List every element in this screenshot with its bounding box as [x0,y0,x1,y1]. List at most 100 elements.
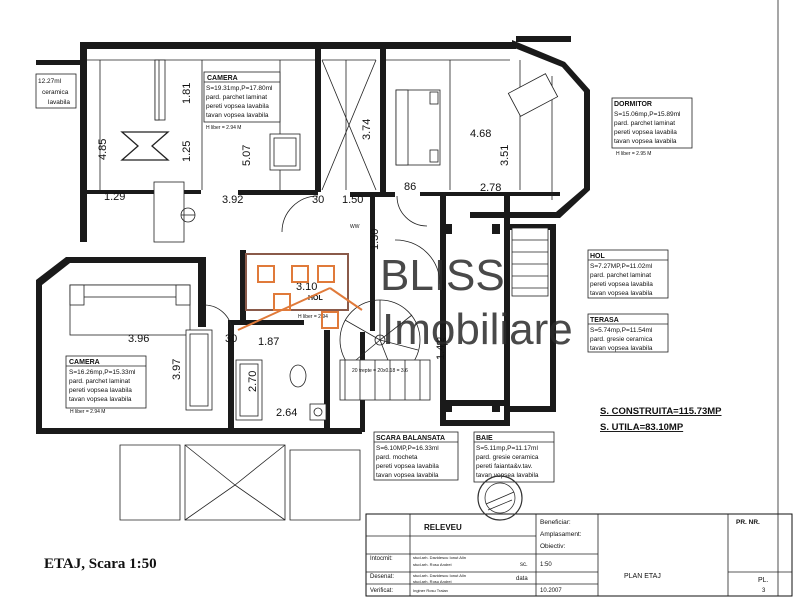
dim-125: 1.25 [181,141,193,162]
dim-264: 2.64 [276,407,297,419]
room-area: S=5.11mp,P=11.17ml [476,445,538,452]
dim-351: 3.51 [499,145,511,166]
dim-374: 3.74 [361,119,373,140]
logo-brand: BLISS [380,251,505,300]
dim-181: 1.81 [181,83,193,104]
room-floor: pard. parchet laminat [206,94,267,101]
hol-inner-label: HOL [308,295,324,302]
room-title: TERASA [590,317,619,324]
room-floor: pard. parchet laminat [69,378,130,385]
room-area: S=5.74mp,P=11.54ml [590,327,653,334]
date-value: 10.2007 [540,588,562,594]
room-ceiling: tavan vopsea lavabila [614,138,677,145]
detail-lines [69,59,559,521]
surface-totals: S. CONSTRUITA=115.73MP S. UTILA=83.10MP [600,406,722,433]
stair-note: 20 trepte = 20x0.18 = 3.6 [352,368,408,374]
room-area: S=15.06mp,P=15.89ml [614,111,681,118]
room-label-hol: HOL S=7.27MP,P=11.02ml pard. parchet lam… [587,249,669,299]
room-floor: pard. gresie ceramica [476,454,539,461]
roof-hatch [119,444,361,521]
scale-value: 1:50 [540,562,552,568]
room-walls: pereti vopsea lavabila [590,281,653,288]
pl-label: PL. [758,577,769,584]
name-5: Inginer Rosu Traian [413,588,448,593]
room-title: SCARA BALANSATA [376,435,445,442]
plan-label: PLAN ETAJ [624,573,661,580]
dim-485: 4.85 [97,139,109,160]
room-title: DORMITOR [614,101,652,108]
dimension-labels: 4.85 1.81 1.25 5.07 3.74 4.68 3.51 1.29 … [97,83,511,419]
left-area: 12.27ml [38,78,62,85]
room-area: S=19.31mp,P=17.80ml [206,85,273,92]
dim-86: 86 [404,181,416,193]
room-floor: pard. parchet laminat [614,120,675,127]
room-label-baie: BAIE S=5.11mp,P=11.17ml pard. gresie cer… [473,431,555,483]
room-ceiling: tavan vopsea lavabila [590,345,653,352]
beneficiar-label: Beneficiar: [540,519,571,526]
ww-label: WW [350,224,360,230]
room-title: CAMERA [207,75,238,82]
room-floor: pard. mocheta [376,454,418,461]
room-title: BAIE [476,435,493,442]
room-area: S=16.26mp,P=15.33ml [69,369,136,376]
room-area: S=7.27MP,P=11.02ml [590,263,653,270]
pr-nr-label: PR. NR. [736,519,760,526]
title-block: RELEVEU Beneficiar: Amplasament: Obiecti… [365,475,793,597]
room-height: H liber = 2.94 M [206,125,241,131]
name-3: stud.arh. Davidescu Ionut Alin [413,573,466,578]
bliss-logo: BLISS Imobiliare [237,251,573,354]
room-floor: pard. parchet laminat [590,272,651,279]
room-area: S=6.10MP,P=16.33ml [376,445,439,452]
room-walls: pereti vopsea lavabila [614,129,677,136]
official-stamp [477,475,523,521]
name-1: stud.arh. Davidescu Ionut Alin [413,555,466,560]
room-title: HOL [590,253,606,260]
pl-number: 3 [762,588,766,594]
logo-sub: Imobiliare [382,305,573,354]
dim-187: 1.87 [258,336,279,348]
dim-507: 5.07 [241,145,253,166]
date-field-label: data [516,576,528,582]
left-partial-label: 12.27ml ceramica lavabila [35,73,77,109]
dim-397: 3.97 [171,359,183,380]
scale-title: ETAJ, Scara 1:50 [44,556,157,572]
dim-270: 2.70 [247,371,259,392]
room-height: H liber = 2.95 M [616,151,651,157]
room-title: CAMERA [69,359,100,366]
hol-inner-height: H liber = 2.94 [298,314,328,320]
intocmit-label: Intocmit: [370,556,393,562]
room-ceiling: tavan vopsea lavabila [476,472,539,479]
dim-141: 1.41 [435,339,447,360]
room-walls: pereti vopsea lavabila [206,103,269,110]
room-ceiling: tavan vopsea lavabila [69,396,132,403]
left-line-2: lavabila [48,99,70,106]
room-height: H liber = 2.94 M [70,409,105,415]
dim-392: 3.92 [222,194,243,206]
obiectiv-label: Obiectiv: [540,543,565,550]
dim-130: 1.30 [369,229,381,250]
name-4: stud.arh. Rosu Andrei [413,579,452,584]
dim-30-a: 30 [312,194,324,206]
dim-150: 1.50 [342,194,363,206]
dim-278: 2.78 [480,182,501,194]
room-ceiling: tavan vopsea lavabila [376,472,439,479]
walls [36,36,590,434]
room-label-camera-left: CAMERA S=16.26mp,P=15.33ml pard. parchet… [65,355,147,415]
room-ceiling: tavan vopsea lavabila [590,290,653,297]
dim-30-b: 30 [225,333,237,345]
dim-129: 1.29 [104,191,125,203]
dim-91: 91 [436,336,448,348]
desenat-label: Desenat: [370,574,394,580]
dim-468: 4.68 [470,128,491,140]
room-ceiling: tavan vopsea lavabila [206,112,269,119]
verificat-label: Verificat: [370,588,393,594]
surface-utila: S. UTILA=83.10MP [600,422,684,433]
room-floor: pard. gresie ceramica [590,336,653,343]
scale-field-label: sc. [520,562,528,568]
dim-396: 3.96 [128,333,149,345]
dim-310: 3.10 [296,281,317,293]
room-walls: pereti vopsea lavabila [376,463,439,470]
name-2: stud.arh. Rosu Andrei [413,562,452,567]
left-line-1: ceramica [42,89,69,96]
